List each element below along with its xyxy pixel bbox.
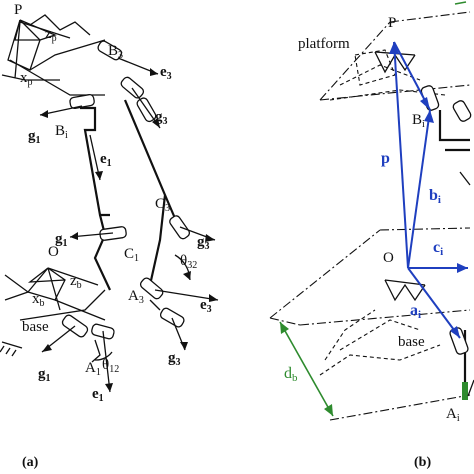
base-plane bbox=[269, 227, 471, 326]
label-A1: A1 bbox=[85, 360, 101, 378]
joint-A3-2 bbox=[159, 307, 185, 328]
label-ci-vector: ci bbox=[433, 239, 443, 258]
label-db: db bbox=[284, 365, 298, 384]
label-e3-top: e3 bbox=[160, 64, 172, 82]
label-base-a: base bbox=[22, 319, 49, 335]
label-bi-vector: bi bbox=[429, 187, 441, 206]
label-P-a: P bbox=[14, 2, 22, 18]
label-Bi-b: Bi bbox=[412, 112, 425, 130]
label-platform: platform bbox=[298, 36, 350, 52]
A1-stand bbox=[91, 339, 101, 363]
label-e3-bot: e3 bbox=[200, 297, 212, 315]
base-lower-edge bbox=[329, 394, 471, 421]
caption-b: (b) bbox=[414, 455, 431, 470]
panel-b: P platform Bi p bi O ci ai base db Ai (b… bbox=[269, 1, 474, 470]
label-g3-top: g3 bbox=[155, 109, 168, 127]
xp-axis bbox=[14, 21, 21, 79]
label-zb: zb bbox=[70, 273, 82, 291]
ground-a bbox=[1, 341, 23, 349]
label-base-b: base bbox=[398, 334, 425, 350]
dimension-db bbox=[279, 321, 334, 417]
label-C3: C3 bbox=[155, 196, 170, 214]
red-mark bbox=[459, 171, 471, 186]
green-tick bbox=[467, 379, 474, 397]
vector-arrows-a bbox=[39, 57, 219, 393]
xb-axis bbox=[47, 267, 61, 311]
label-Ai-b: Ai bbox=[446, 406, 460, 424]
joint-top-right bbox=[120, 76, 145, 99]
label-Bi-a: Bi bbox=[55, 123, 68, 141]
label-xb: xb bbox=[32, 291, 45, 309]
leg-1-lower bbox=[93, 214, 111, 291]
joint-Bi-b-2 bbox=[452, 100, 472, 122]
vector-arrows-b bbox=[389, 41, 468, 339]
label-B3: B3 bbox=[108, 43, 123, 61]
label-C1: C1 bbox=[124, 246, 139, 264]
label-g1-bot: g1 bbox=[38, 366, 51, 384]
joint-Bi bbox=[69, 93, 95, 110]
label-g1-top: g1 bbox=[28, 128, 41, 146]
label-P-b: P bbox=[388, 15, 396, 31]
joint-B3 bbox=[97, 40, 123, 61]
ground-hatch-a bbox=[0, 345, 17, 357]
label-g3-mid: g3 bbox=[197, 234, 210, 252]
base-triangle-a bbox=[4, 267, 106, 321]
panel-a: P zp xp B3 e3 g3 g1 Bi e1 C3 g1 C1 O g3 … bbox=[0, 2, 219, 470]
green-top-mark bbox=[454, 1, 467, 5]
label-p-vector: p bbox=[381, 150, 390, 167]
label-O-b: O bbox=[383, 250, 394, 266]
label-g3-bot: g3 bbox=[168, 350, 181, 368]
platform-triangle-a bbox=[1, 14, 106, 96]
label-e1-top: e1 bbox=[100, 151, 112, 169]
label-ai-vector: ai bbox=[410, 302, 421, 321]
joint-C3 bbox=[169, 215, 191, 240]
label-O-a: O bbox=[48, 244, 59, 260]
label-e1-bot: e1 bbox=[92, 386, 104, 404]
base-mechanism-b bbox=[319, 279, 441, 376]
leg-1-upper bbox=[80, 106, 110, 217]
label-A3: A3 bbox=[128, 288, 144, 306]
label-zp: zp bbox=[45, 26, 57, 44]
leg-3 bbox=[123, 99, 167, 286]
label-theta32: θ32 bbox=[180, 253, 197, 271]
label-xp: xp bbox=[20, 70, 33, 88]
joint-A3-1 bbox=[139, 277, 164, 300]
label-theta12: θ12 bbox=[102, 357, 119, 375]
zp-axis bbox=[19, 21, 71, 39]
zb-axis bbox=[47, 267, 99, 286]
A3-link bbox=[149, 299, 161, 311]
leg-i-upper bbox=[438, 110, 470, 142]
label-g1-mid: g1 bbox=[55, 231, 68, 249]
joint-C1 bbox=[99, 226, 127, 241]
green-marker bbox=[462, 382, 468, 400]
caption-a: (a) bbox=[22, 455, 39, 470]
